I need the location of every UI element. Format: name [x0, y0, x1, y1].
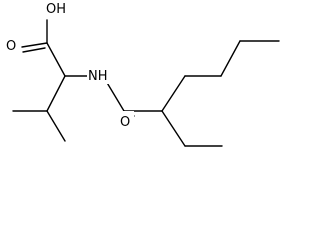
bond-cooh-double-o-inner	[22, 47, 46, 53]
bond-alpha-isopropyl	[46, 75, 66, 112]
label-mask-oh	[44, 1, 71, 18]
label-mask-nh	[87, 67, 111, 84]
hydroxyl-label: OH	[46, 2, 66, 17]
bond-alpha2-butyl-1	[161, 75, 186, 112]
structure-diagram: OH O NH O	[4, 1, 280, 147]
bond-isopropyl-methyl-down	[46, 110, 66, 142]
acid-oxygen-label: O	[6, 39, 16, 54]
label-mask-acid-o	[4, 36, 19, 54]
amide-oxygen-label: O	[120, 115, 130, 130]
bond-cooh-double-o-outer	[21, 42, 48, 48]
bond-layer	[12, 19, 280, 147]
bond-carboxyl-alpha	[46, 42, 66, 77]
bond-butyl-3	[220, 40, 241, 77]
amine-label: NH	[88, 69, 108, 84]
label-mask-amide-o	[118, 111, 134, 129]
bond-alpha2-ethyl-1	[161, 110, 186, 147]
